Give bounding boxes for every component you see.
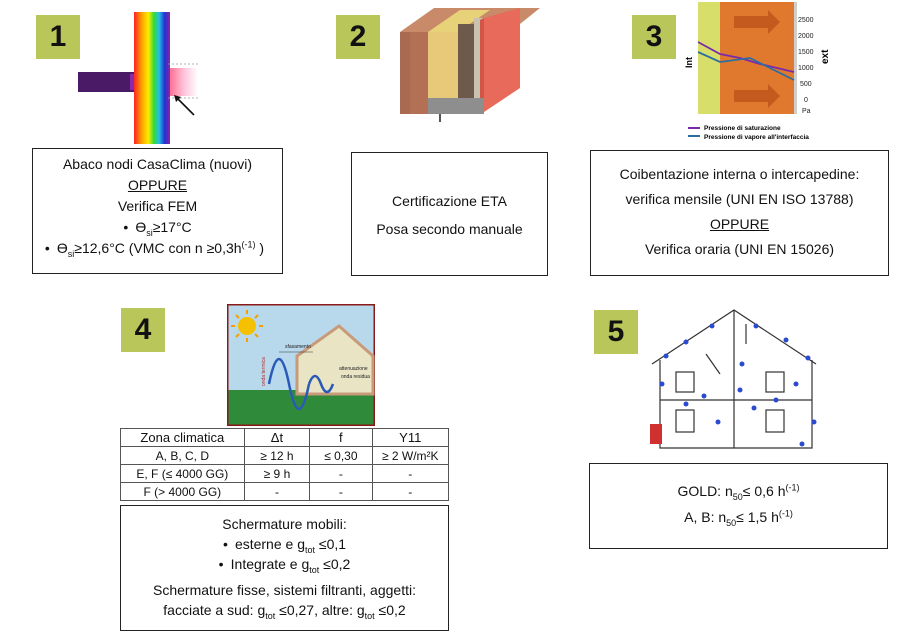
tick-500: 500 [800,81,812,88]
panel-1-line1: Abaco nodi CasaClima (nuovi) [62,156,253,172]
panel-4-mobile-bullet1: •esterne e gtot ≤0,1 [222,536,347,555]
panel-1-line2: Verifica FEM [117,198,198,214]
panel-1-bullet1: •ϴsi≥17°C [123,219,192,238]
label-sfasamento: sfasamento [285,344,311,350]
panel-2-number: 2 [336,15,380,59]
climate-zone-table: Zona climatica Δt f Y11 A, B, C, D ≥ 12 … [120,428,450,501]
vapour-pressure-chart: 2500 2000 1500 1000 500 0 Pa Int ext Pre… [684,2,830,141]
panel-1-or: OPPURE [127,177,188,193]
table-row: F (> 4000 GG) - - - [120,482,450,501]
panel-3-line3: Verifica oraria (UNI EN 15026) [644,241,835,257]
table-cell: ≥ 9 h [243,464,311,483]
table-cell: F (> 4000 GG) [120,482,245,501]
panel-5-gold: GOLD: n50≤ 0,6 h(-1) [677,482,800,502]
table-header-row: Zona climatica Δt f Y11 [120,428,450,447]
panel-4-mobile-bullet2: •Integrate e gtot ≤0,2 [218,556,351,575]
table-cell: ≥ 2 W/m²K [371,446,450,465]
house-airtightness-illustration [650,309,817,449]
panel-2-line1: Certificazione ETA [392,193,507,209]
panel-3-textbox: Coibentazione interna o intercapedine: v… [590,150,889,276]
tick-2000: 2000 [798,33,814,40]
panel-5-number: 5 [594,310,638,354]
panel-4-mobile-title: Schermature mobili: [222,516,347,532]
legend-saturation: Pressione di saturazione [704,125,781,132]
table-header: Δt [243,428,311,447]
table-cell: - [309,482,373,501]
label-onda-residua: onda residua [341,374,370,380]
table-cell: ≥ 12 h [243,446,311,465]
label-ext: ext [820,49,830,64]
table-cell: - [243,482,311,501]
panel-5-ab: A, B: n50≤ 1,5 h(-1) [684,508,793,528]
tick-0: 0 [804,97,808,104]
label-onda-termica: onda termica [261,357,267,386]
label-int: Int [684,57,694,68]
panel-1-bullet2: •ϴsi≥12,6°C (VMC con n ≥0,3h(-1) ) [44,239,265,259]
panel-3-or: OPPURE [709,216,770,232]
thermal-bridge-illustration [78,12,198,144]
tick-1500: 1500 [798,49,814,56]
panel-5-textbox: GOLD: n50≤ 0,6 h(-1) A, B: n50≤ 1,5 h(-1… [589,463,888,549]
table-cell: - [309,464,373,483]
table-cell: - [371,464,450,483]
panel-1-number: 1 [36,15,80,59]
panel-2-line2: Posa secondo manuale [376,221,523,237]
label-attenuazione: attenuazione [339,366,368,372]
panel-4-fixed-line2: facciate a sud: gtot ≤0,27, altre: gtot … [163,602,406,621]
table-row: E, F (≤ 4000 GG) ≥ 9 h - - [120,464,450,483]
panel-3-line2: verifica mensile (UNI EN ISO 13788) [625,191,854,207]
tick-2500: 2500 [798,17,814,24]
table-cell: - [371,482,450,501]
table-header: f [309,428,373,447]
panel-1-textbox: Abaco nodi CasaClima (nuovi) OPPURE Veri… [32,148,283,274]
panel-4-number: 4 [121,308,165,352]
panel-3-number: 3 [632,15,676,59]
axis-unit: Pa [802,108,811,115]
table-cell: E, F (≤ 4000 GG) [120,464,245,483]
panel-4-textbox: Schermature mobili: •esterne e gtot ≤0,1… [120,505,449,631]
table-cell: ≤ 0,30 [309,446,373,465]
legend-vapour: Pressione di vapore all'interfaccia [704,134,809,141]
table-row: A, B, C, D ≥ 12 h ≤ 0,30 ≥ 2 W/m²K [120,446,450,465]
table-header: Zona climatica [120,428,245,447]
tick-1000: 1000 [798,65,814,72]
panel-2-textbox: Certificazione ETA Posa secondo manuale [351,152,548,276]
table-cell: A, B, C, D [120,446,245,465]
panel-4-fixed-line1: Schermature fisse, sistemi filtranti, ag… [153,582,416,598]
thermal-wave-illustration: sfasamento attenuazione onda residua ond… [227,304,375,426]
panel-3-line1: Coibentazione interna o intercapedine: [619,166,860,182]
table-header: Y11 [371,428,450,447]
wall-section-illustration [400,8,540,122]
